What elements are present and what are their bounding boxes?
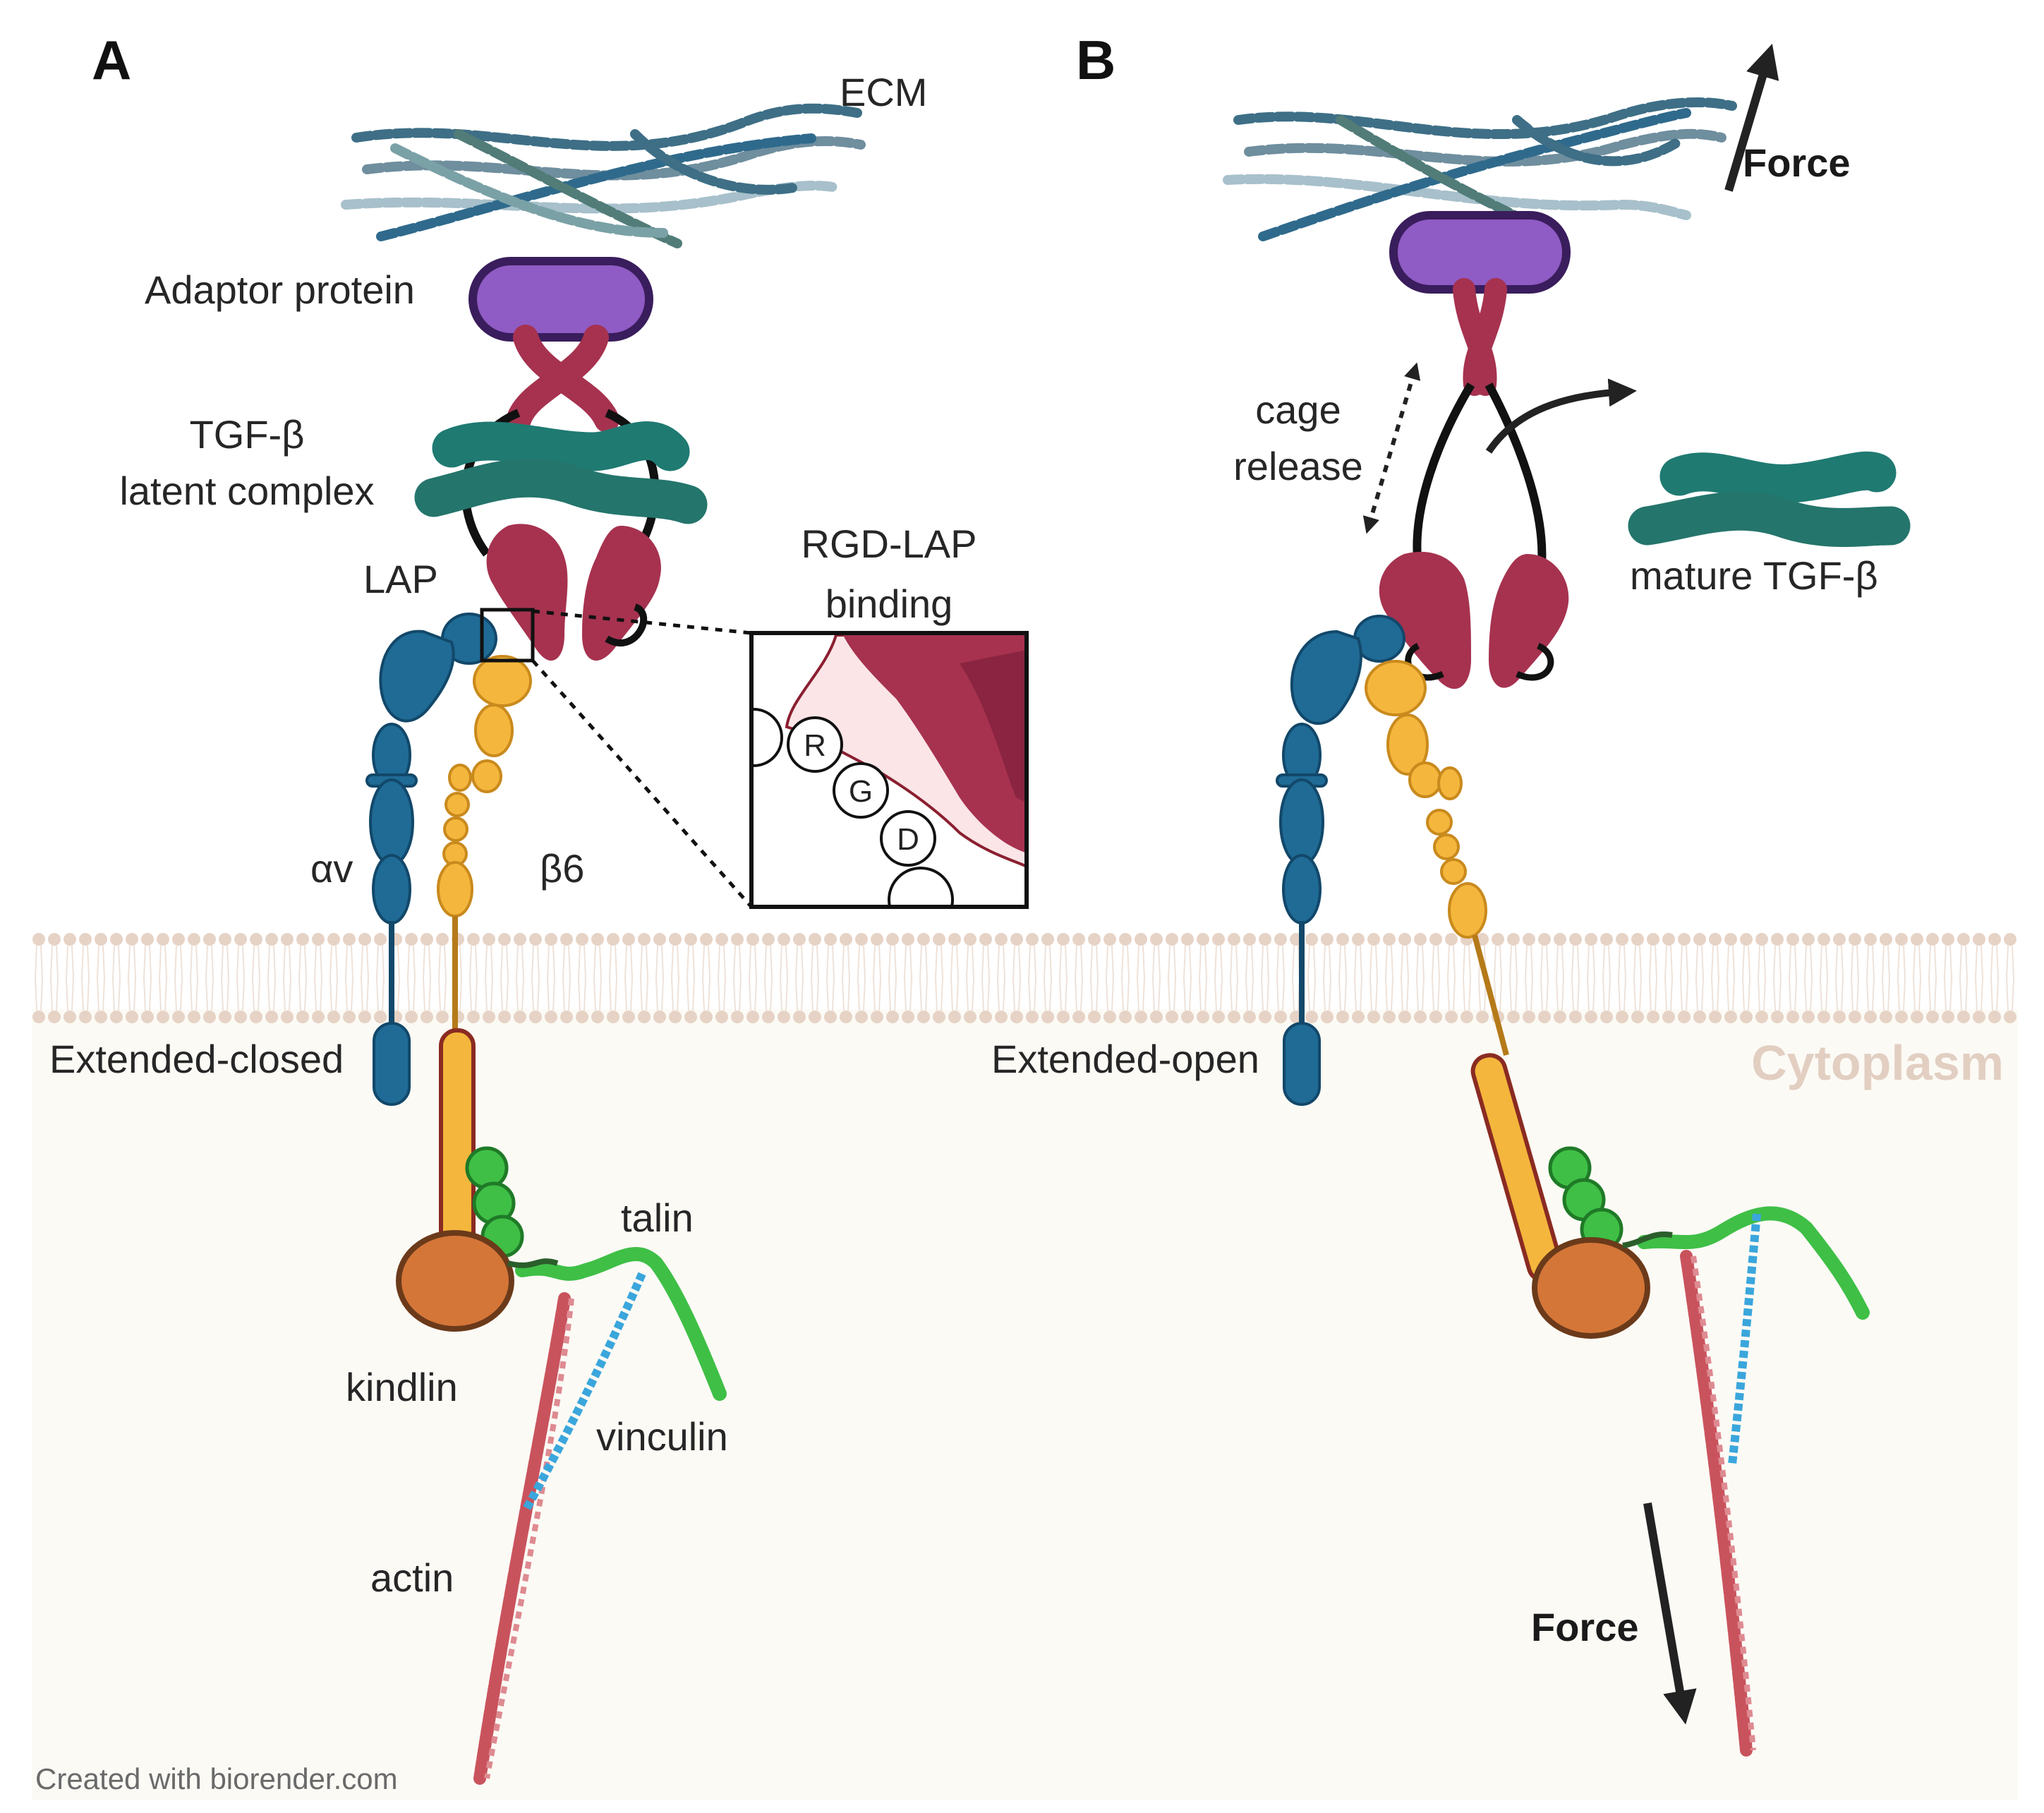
cage-release-arrow bbox=[1362, 362, 1421, 534]
talin-link-b bbox=[1622, 1231, 1673, 1248]
kindlin-b bbox=[1532, 1237, 1650, 1339]
mature-tgf-beta bbox=[1659, 451, 1897, 503]
kindlin-a bbox=[396, 1230, 514, 1332]
panel-label-b: B bbox=[1076, 29, 1115, 91]
label-tgf-latent-2: latent complex bbox=[119, 469, 374, 513]
lap-loop-b-2 bbox=[1516, 642, 1554, 681]
alpha-v-chain-a bbox=[365, 613, 497, 1106]
label-force-top: Force bbox=[1743, 140, 1851, 185]
label-mature-tgf: mature TGF-β bbox=[1630, 553, 1878, 598]
rgd-inset: R G D bbox=[749, 631, 1029, 909]
talin-rod-b bbox=[1637, 1206, 1870, 1320]
lap-body-a-left bbox=[486, 524, 568, 661]
panel-label-a: A bbox=[92, 29, 131, 91]
cytoplasm-region bbox=[32, 1009, 2018, 1800]
label-kindlin: kindlin bbox=[346, 1365, 458, 1409]
label-lap: LAP bbox=[363, 557, 438, 601]
tgf-beta-latent-a-2 bbox=[414, 458, 708, 524]
actin-filament-a bbox=[473, 1292, 571, 1785]
rgd-d: D bbox=[897, 822, 919, 857]
actin-filament-a-2 bbox=[484, 1298, 574, 1779]
label-talin: talin bbox=[621, 1195, 694, 1240]
release-arrow bbox=[1485, 378, 1637, 454]
rgd-g: G bbox=[849, 774, 873, 809]
label-cage-1: cage bbox=[1255, 387, 1341, 432]
label-cytoplasm: Cytoplasm bbox=[1751, 1035, 2004, 1090]
panel-b bbox=[1223, 43, 1911, 1757]
force-arrow-down bbox=[1643, 1502, 1697, 1725]
lap-loop-a bbox=[605, 603, 648, 646]
label-beta6: β6 bbox=[540, 846, 584, 891]
label-alpha-v: αv bbox=[310, 846, 353, 891]
adaptor-protein-a bbox=[468, 257, 653, 342]
tgf-beta-latent-a bbox=[432, 421, 690, 471]
open-cage-b bbox=[1413, 382, 1475, 565]
label-rgd-lap-1: RGD-LAP bbox=[802, 522, 977, 566]
label-extended-closed: Extended-closed bbox=[49, 1037, 344, 1081]
label-cage-2: release bbox=[1233, 444, 1363, 488]
vinculin-a bbox=[521, 1272, 646, 1512]
adaptor-protein-b bbox=[1389, 211, 1571, 294]
lap-body-b-left bbox=[1379, 551, 1471, 689]
lap-body-b-right bbox=[1489, 554, 1569, 688]
label-vinculin: vinculin bbox=[596, 1414, 728, 1459]
panel-a: R G D bbox=[341, 103, 1029, 1785]
open-cage-b-2 bbox=[1484, 383, 1547, 565]
alpha-v-chain-b bbox=[1276, 615, 1405, 1106]
label-ecm: ECM bbox=[840, 70, 927, 114]
label-tgf-latent-1: TGF-β bbox=[190, 412, 305, 457]
label-adaptor-protein: Adaptor protein bbox=[145, 267, 415, 312]
lap-body-a-right bbox=[582, 526, 661, 661]
rgd-r: R bbox=[804, 728, 826, 763]
force-arrow-up bbox=[1724, 43, 1779, 192]
beta6-chain-b bbox=[1365, 660, 1487, 939]
zoom-line-bottom bbox=[531, 659, 753, 908]
talin-rod-a bbox=[515, 1247, 727, 1401]
ecm-fibers-b bbox=[1223, 97, 1737, 241]
label-force-bottom: Force bbox=[1531, 1605, 1639, 1649]
beta6-tm-b bbox=[1472, 934, 1509, 1056]
label-extended-open: Extended-open bbox=[991, 1037, 1259, 1081]
label-actin: actin bbox=[370, 1555, 454, 1600]
ecm-fibers-a bbox=[341, 103, 866, 248]
label-rgd-lap-2: binding bbox=[826, 582, 953, 626]
mature-tgf-beta-2 bbox=[1628, 491, 1911, 547]
zoom-box bbox=[480, 608, 535, 663]
beta6-chain-a bbox=[437, 655, 532, 917]
talin-link-a bbox=[507, 1258, 559, 1268]
vinculin-b bbox=[1728, 1213, 1761, 1465]
actin-filament-b bbox=[1680, 1250, 1753, 1757]
lap-stalk-a-2 bbox=[506, 325, 609, 433]
lap-stalk-b-2 bbox=[1463, 278, 1507, 396]
actin-filament-b-2 bbox=[1691, 1255, 1756, 1751]
label-credit: Created with biorender.com bbox=[35, 1762, 398, 1795]
cell-membrane bbox=[32, 930, 2018, 1023]
